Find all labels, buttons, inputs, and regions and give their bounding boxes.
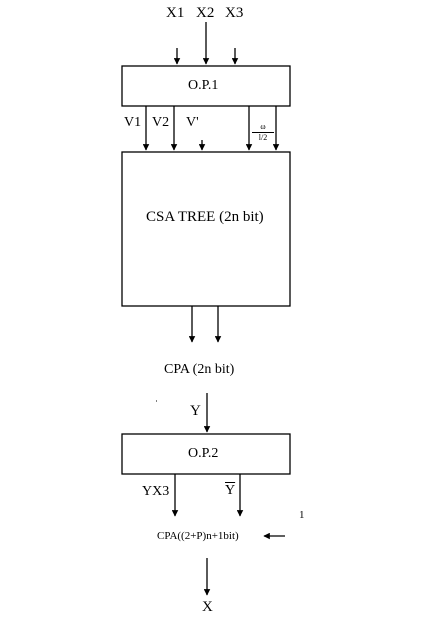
cpa2-label: CPA((2+P)n+1bit) <box>157 530 239 542</box>
op2-output-ybar: Y <box>225 483 236 498</box>
input-label-x3: X3 <box>225 5 244 21</box>
op2-output-yx3: YX3 <box>142 484 170 499</box>
y-label: Y <box>190 403 201 419</box>
csa-box <box>121 151 291 307</box>
op2-box <box>121 433 291 475</box>
input-label-x2: X2 <box>196 5 215 21</box>
csa-label: CSA TREE (2n bit) <box>146 209 264 225</box>
side-fraction: ω l/2 <box>252 123 274 142</box>
op1-output-vprime: V' <box>186 115 199 130</box>
op1-output-v1: V1 <box>124 115 142 130</box>
side-fraction-numerator: ω <box>260 122 266 131</box>
op1-box <box>121 65 291 107</box>
side-fraction-denominator: l/2 <box>258 133 268 142</box>
input-label-x1: X1 <box>166 5 185 21</box>
output-label: X <box>202 599 213 615</box>
op2-label: O.P.2 <box>188 446 219 461</box>
note-label: 1 <box>299 509 305 521</box>
cpa1-label: CPA (2n bit) <box>164 362 235 377</box>
op1-label: O.P.1 <box>188 78 219 93</box>
op1-output-v2: V2 <box>152 115 170 130</box>
fraction-bar <box>252 132 274 133</box>
